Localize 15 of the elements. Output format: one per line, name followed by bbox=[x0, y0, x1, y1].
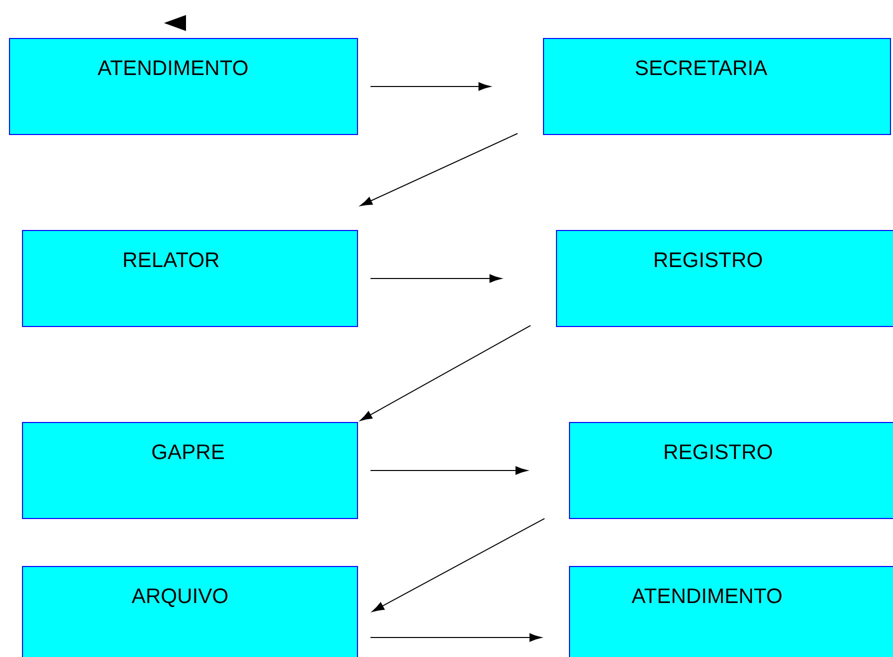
process-box: SECRETARIA bbox=[543, 38, 891, 135]
arrow bbox=[370, 274, 502, 283]
arrow bbox=[370, 82, 491, 91]
arrow bbox=[360, 325, 531, 421]
arrow bbox=[370, 466, 528, 475]
process-box: GAPRE bbox=[22, 422, 358, 519]
process-box: RELATOR bbox=[22, 230, 358, 327]
process-box: ATENDIMENTO bbox=[569, 566, 893, 657]
arrow bbox=[372, 518, 545, 612]
process-box: REGISTRO bbox=[556, 230, 893, 327]
arrow bbox=[360, 133, 518, 206]
process-box: ARQUIVO bbox=[22, 566, 358, 657]
process-box: REGISTRO bbox=[569, 422, 893, 519]
process-box: ATENDIMENTO bbox=[9, 38, 358, 135]
arrow bbox=[370, 633, 542, 642]
